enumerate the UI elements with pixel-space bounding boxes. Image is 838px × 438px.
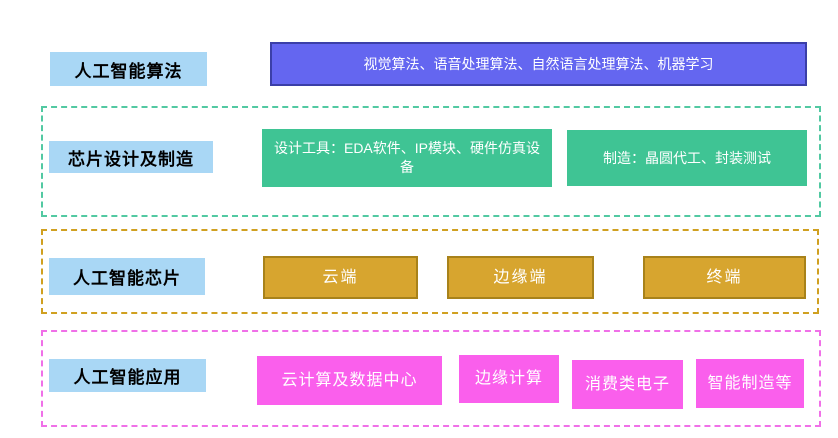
section-frame-ai-chips xyxy=(41,229,819,314)
design-tools-box: 设计工具：EDA软件、IP模块、硬件仿真设备 xyxy=(262,129,552,187)
edge-computing-box: 边缘计算 xyxy=(459,355,559,403)
row-label-ai-chips: 人工智能芯片 xyxy=(49,258,205,295)
consumer-electronics-box: 消费类电子 xyxy=(572,360,683,409)
smart-manufacturing-box: 智能制造等 xyxy=(696,359,804,408)
section-frame-chip-design xyxy=(41,106,821,217)
row-label-chip-design-manufacturing: 芯片设计及制造 xyxy=(49,141,213,173)
cloud-computing-datacenter-box: 云计算及数据中心 xyxy=(257,356,442,405)
cloud-chip-box: 云端 xyxy=(263,256,418,299)
edge-chip-box: 边缘端 xyxy=(447,256,594,299)
algorithms-box: 视觉算法、语音处理算法、自然语言处理算法、机器学习 xyxy=(270,42,807,86)
section-frame-ai-applications xyxy=(41,330,821,427)
manufacturing-box: 制造：晶圆代工、封装测试 xyxy=(567,130,807,186)
row-label-ai-algorithms: 人工智能算法 xyxy=(50,52,207,86)
terminal-chip-box: 终端 xyxy=(643,256,806,299)
row-label-ai-applications: 人工智能应用 xyxy=(49,359,206,392)
